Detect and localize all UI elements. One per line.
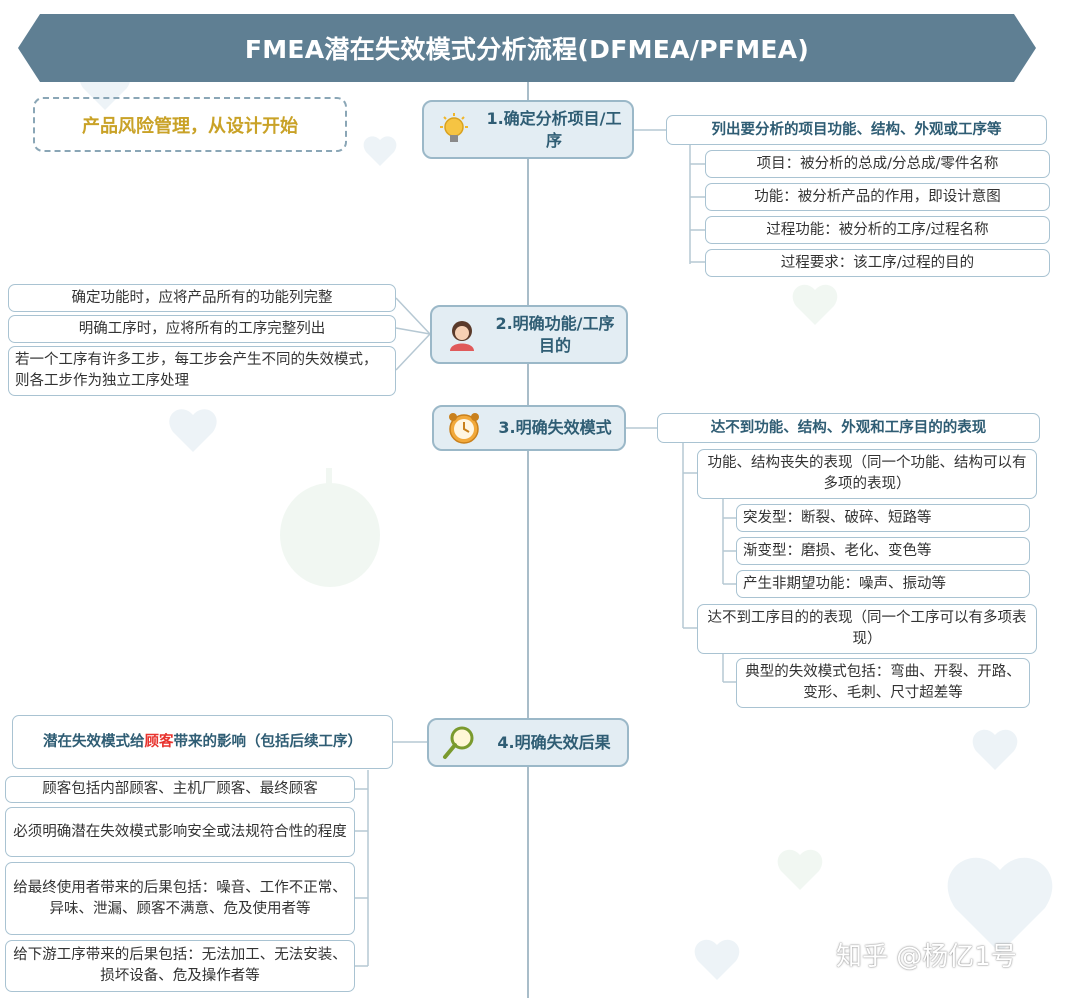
step-1-item: 功能：被分析产品的作用，即设计意图 bbox=[705, 183, 1050, 211]
step-3-item: 产生非期望功能：噪声、振动等 bbox=[736, 570, 1030, 598]
step-3-label: 3.明确失效模式 bbox=[498, 418, 612, 437]
person-icon bbox=[450, 320, 474, 351]
step-3-group-1: 功能、结构丧失的表现（同一个功能、结构可以有多项的表现） bbox=[697, 449, 1037, 499]
step-3-item: 典型的失效模式包括：弯曲、开裂、开路、变形、毛刺、尺寸超差等 bbox=[736, 658, 1030, 708]
main-flow-line bbox=[527, 82, 529, 998]
step-2-item: 明确工序时，应将所有的工序完整列出 bbox=[8, 315, 396, 343]
step-1-label: 1.确定分析项目/工序 bbox=[486, 108, 622, 150]
alarm-clock-icon bbox=[449, 413, 479, 444]
step-4-item: 给最终使用者带来的后果包括：噪音、工作不正常、异味、泄漏、顾客不满意、危及使用者… bbox=[5, 862, 355, 935]
step-1-heading: 列出要分析的项目功能、结构、外观或工序等 bbox=[666, 115, 1047, 145]
step-4-node[interactable]: 4.明确失效后果 bbox=[427, 718, 629, 767]
step-1-node[interactable]: 1.确定分析项目/工序 bbox=[422, 100, 634, 159]
step-3-node[interactable]: 3.明确失效模式 bbox=[432, 405, 626, 451]
step-4-item: 顾客包括内部顾客、主机厂顾客、最终顾客 bbox=[5, 776, 355, 803]
step-1-item: 项目：被分析的总成/分总成/零件名称 bbox=[705, 150, 1050, 178]
step-3-item: 渐变型：磨损、老化、变色等 bbox=[736, 537, 1030, 565]
customer-highlight: 顾客 bbox=[144, 733, 174, 750]
lightbulb-icon bbox=[440, 112, 468, 142]
step-2-node[interactable]: 2.明确功能/工序目的 bbox=[430, 305, 628, 364]
slogan-box: 产品风险管理，从设计开始 bbox=[33, 97, 347, 152]
step-1-item: 过程要求：该工序/过程的目的 bbox=[705, 249, 1050, 277]
step-2-item: 若一个工序有许多工步，每工步会产生不同的失效模式，则各工步作为独立工序处理 bbox=[8, 346, 396, 396]
magnifier-icon bbox=[443, 726, 474, 759]
step-2-label: 2.明确功能/工序目的 bbox=[495, 313, 615, 355]
step-3-group-2: 达不到工序目的的表现（同一个工序可以有多项表现） bbox=[697, 604, 1037, 654]
heading-text: 带来的影响（包括后续工序） bbox=[173, 733, 363, 750]
step-3-heading: 达不到功能、结构、外观和工序目的的表现 bbox=[657, 413, 1040, 443]
step-4-label: 4.明确失效后果 bbox=[497, 732, 611, 752]
step-2-item: 确定功能时，应将产品所有的功能列完整 bbox=[8, 284, 396, 312]
heading-text: 潜在失效模式给 bbox=[43, 733, 145, 750]
step-4-item: 给下游工序带来的后果包括：无法加工、无法安装、损坏设备、危及操作者等 bbox=[5, 940, 355, 992]
step-4-heading: 潜在失效模式给顾客带来的影响（包括后续工序） bbox=[12, 715, 393, 769]
watermark: 知乎 @杨亿1号 bbox=[836, 942, 1017, 972]
step-4-item: 必须明确潜在失效模式影响安全或法规符合性的程度 bbox=[5, 807, 355, 857]
step-3-item: 突发型：断裂、破碎、短路等 bbox=[736, 504, 1030, 532]
step-1-item: 过程功能：被分析的工序/过程名称 bbox=[705, 216, 1050, 244]
page-title: FMEA潜在失效模式分析流程(DFMEA/PFMEA) bbox=[18, 14, 1036, 82]
